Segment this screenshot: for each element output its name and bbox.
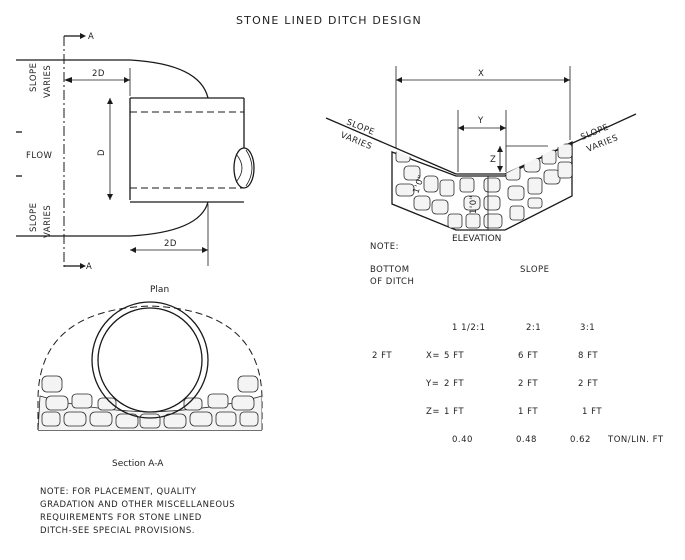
tonnage-unit: TON/LIN. FT	[607, 435, 664, 445]
elevation-caption: ELEVATION	[452, 234, 501, 244]
elev-dim-z: Z	[490, 155, 496, 165]
footnote-line-4: DITCH-SEE SPECIAL PROVISIONS.	[40, 526, 195, 536]
cell-z-3: 1 FT	[582, 407, 602, 417]
cell-y-1: 2 FT	[444, 379, 464, 389]
design-table: NOTE: BOTTOM OF DITCH SLOPE 1 1/2:1 2:1 …	[370, 242, 664, 445]
section-view: Section A-A	[37, 301, 263, 469]
table-note: NOTE:	[370, 242, 399, 252]
section-marker-bottom: A	[86, 262, 92, 272]
cell-y-3: 2 FT	[578, 379, 598, 389]
plan-caption: Plan	[150, 285, 169, 295]
cell-y-2: 2 FT	[518, 379, 538, 389]
plan-slope-bottom-2: VARIES	[43, 205, 53, 238]
cell-x-1: 5 FT	[444, 351, 464, 361]
tonnage-2: 0.48	[516, 435, 537, 445]
tonnage-1: 0.40	[452, 435, 473, 445]
bottom-width-value: 2 FT	[372, 351, 392, 361]
table-slope-header: SLOPE	[520, 265, 550, 275]
elev-depth-vertical: 1'0"	[469, 195, 479, 214]
col-header-3: 3:1	[580, 323, 595, 333]
table-bottom-1: BOTTOM	[370, 265, 410, 275]
cell-x-3: 8 FT	[578, 351, 598, 361]
plan-slope-top-2: VARIES	[43, 65, 53, 98]
plan-slope-bottom-1: SLOPE	[29, 202, 39, 232]
table-bottom-2: OF DITCH	[370, 277, 414, 287]
drawing-title: STONE LINED DITCH DESIGN	[236, 14, 422, 27]
col-header-1: 1 1/2:1	[452, 323, 486, 333]
section-marker-top: A	[88, 32, 94, 42]
plan-dim-d: D	[97, 149, 107, 156]
cell-z-2: 1 FT	[518, 407, 538, 417]
footnote-line-2: GRADATION AND OTHER MISCELLANEOUS	[40, 500, 235, 510]
cell-x-2: 6 FT	[518, 351, 538, 361]
elev-dim-x: X	[478, 69, 484, 79]
elev-dim-y: Y	[477, 116, 484, 126]
row-label-z: Z=	[426, 407, 440, 417]
plan-dim-2d-top: 2D	[92, 69, 105, 79]
footnote-line-3: REQUIREMENTS FOR STONE LINED	[40, 513, 202, 523]
row-label-y: Y=	[425, 379, 439, 389]
stone-lining-section	[38, 375, 262, 430]
footnote-line-1: NOTE: FOR PLACEMENT, QUALITY	[40, 487, 197, 497]
row-label-x: X=	[426, 351, 440, 361]
section-caption: Section A-A	[112, 459, 164, 469]
plan-view: A A SLOPE VARIES FLOW SLOPE VARIES 2D	[16, 32, 255, 295]
footnote: NOTE: FOR PLACEMENT, QUALITY GRADATION A…	[40, 487, 235, 536]
plan-slope-top-1: SLOPE	[29, 62, 39, 92]
stone-lining-elevation	[395, 143, 572, 229]
plan-dim-2d-bottom: 2D	[164, 239, 177, 249]
cell-z-1: 1 FT	[444, 407, 464, 417]
tonnage-3: 0.62	[570, 435, 591, 445]
elevation-view: X Y Z	[325, 66, 637, 244]
plan-flow-label: FLOW	[26, 151, 53, 161]
col-header-2: 2:1	[526, 323, 541, 333]
